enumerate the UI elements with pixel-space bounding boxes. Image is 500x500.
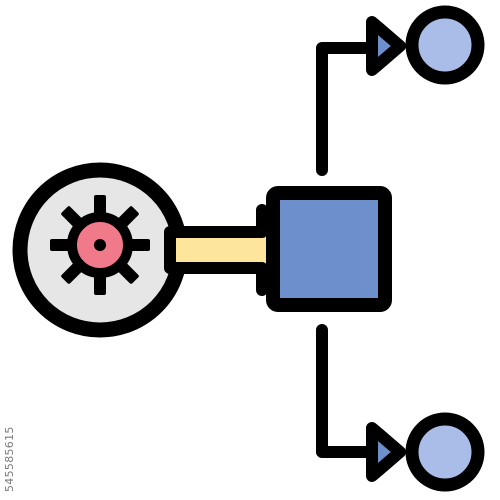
circle-node-icon-bottom	[405, 412, 485, 492]
source-node	[12, 162, 188, 338]
stock-id-text: 545585615	[3, 426, 16, 492]
circle-node-icon-top	[405, 5, 485, 85]
lower-branch-connector	[316, 324, 406, 482]
gear-icon	[50, 195, 150, 295]
stock-id-label: 545585615	[0, 380, 18, 500]
upper-branch-connector	[316, 16, 406, 176]
gear-hub-dot	[94, 239, 106, 251]
square-box-icon	[266, 186, 392, 312]
